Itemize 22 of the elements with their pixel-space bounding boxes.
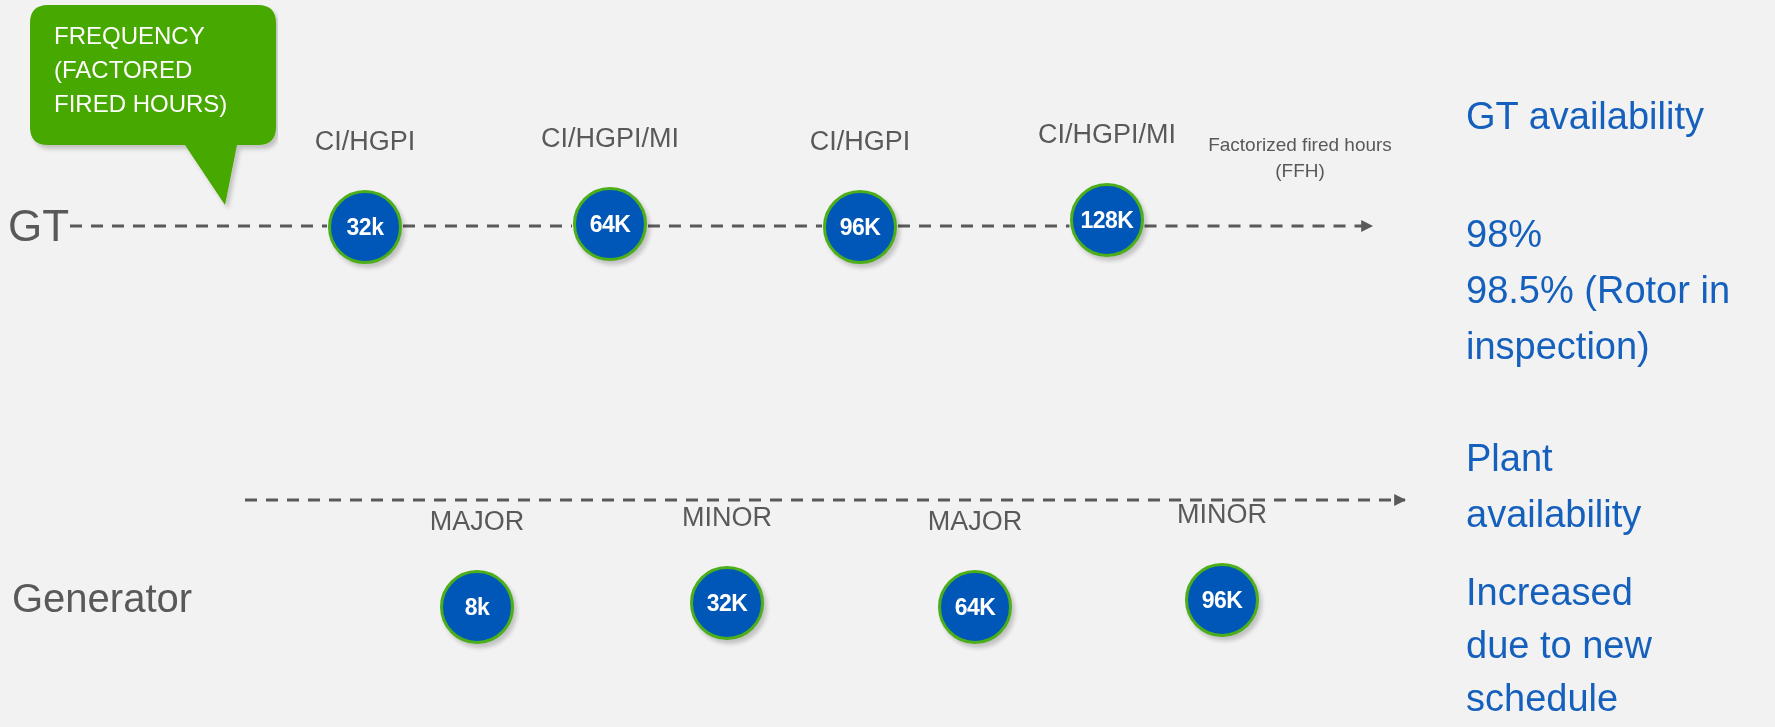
row-label: GT xyxy=(8,196,70,256)
axis-label: Factorized fired hours (FFH) xyxy=(1207,133,1393,183)
inspection-type-label: MINOR xyxy=(1176,498,1268,531)
row-label: Generator xyxy=(12,575,194,622)
availability-heading: Plant availability xyxy=(1466,436,1643,537)
availability-value: 98.5% (Rotor in inspection) xyxy=(1466,268,1731,369)
connector-line xyxy=(898,224,1070,228)
availability-note: Increased due to new schedule xyxy=(1466,570,1653,721)
connector-line xyxy=(647,224,822,228)
availability-heading: GT availability xyxy=(1466,94,1705,139)
inspection-type-label: MAJOR xyxy=(428,505,526,538)
inspection-type-label: MINOR xyxy=(681,501,773,534)
inspection-type-label: CI/HGPI xyxy=(808,125,912,158)
inspection-type-label: CI/HGPI/MI xyxy=(540,122,680,155)
inspection-type-label: CI/HGPI/MI xyxy=(1037,118,1177,151)
inspection-type-label: MAJOR xyxy=(926,505,1024,538)
availability-value: 98% xyxy=(1466,212,1544,257)
connector-line xyxy=(403,224,573,228)
arrow xyxy=(1144,220,1374,232)
connector-line xyxy=(70,224,327,228)
callout-text: FREQUENCY (FACTORED FIRED HOURS) xyxy=(54,21,229,119)
inspection-type-label: CI/HGPI xyxy=(313,125,417,158)
